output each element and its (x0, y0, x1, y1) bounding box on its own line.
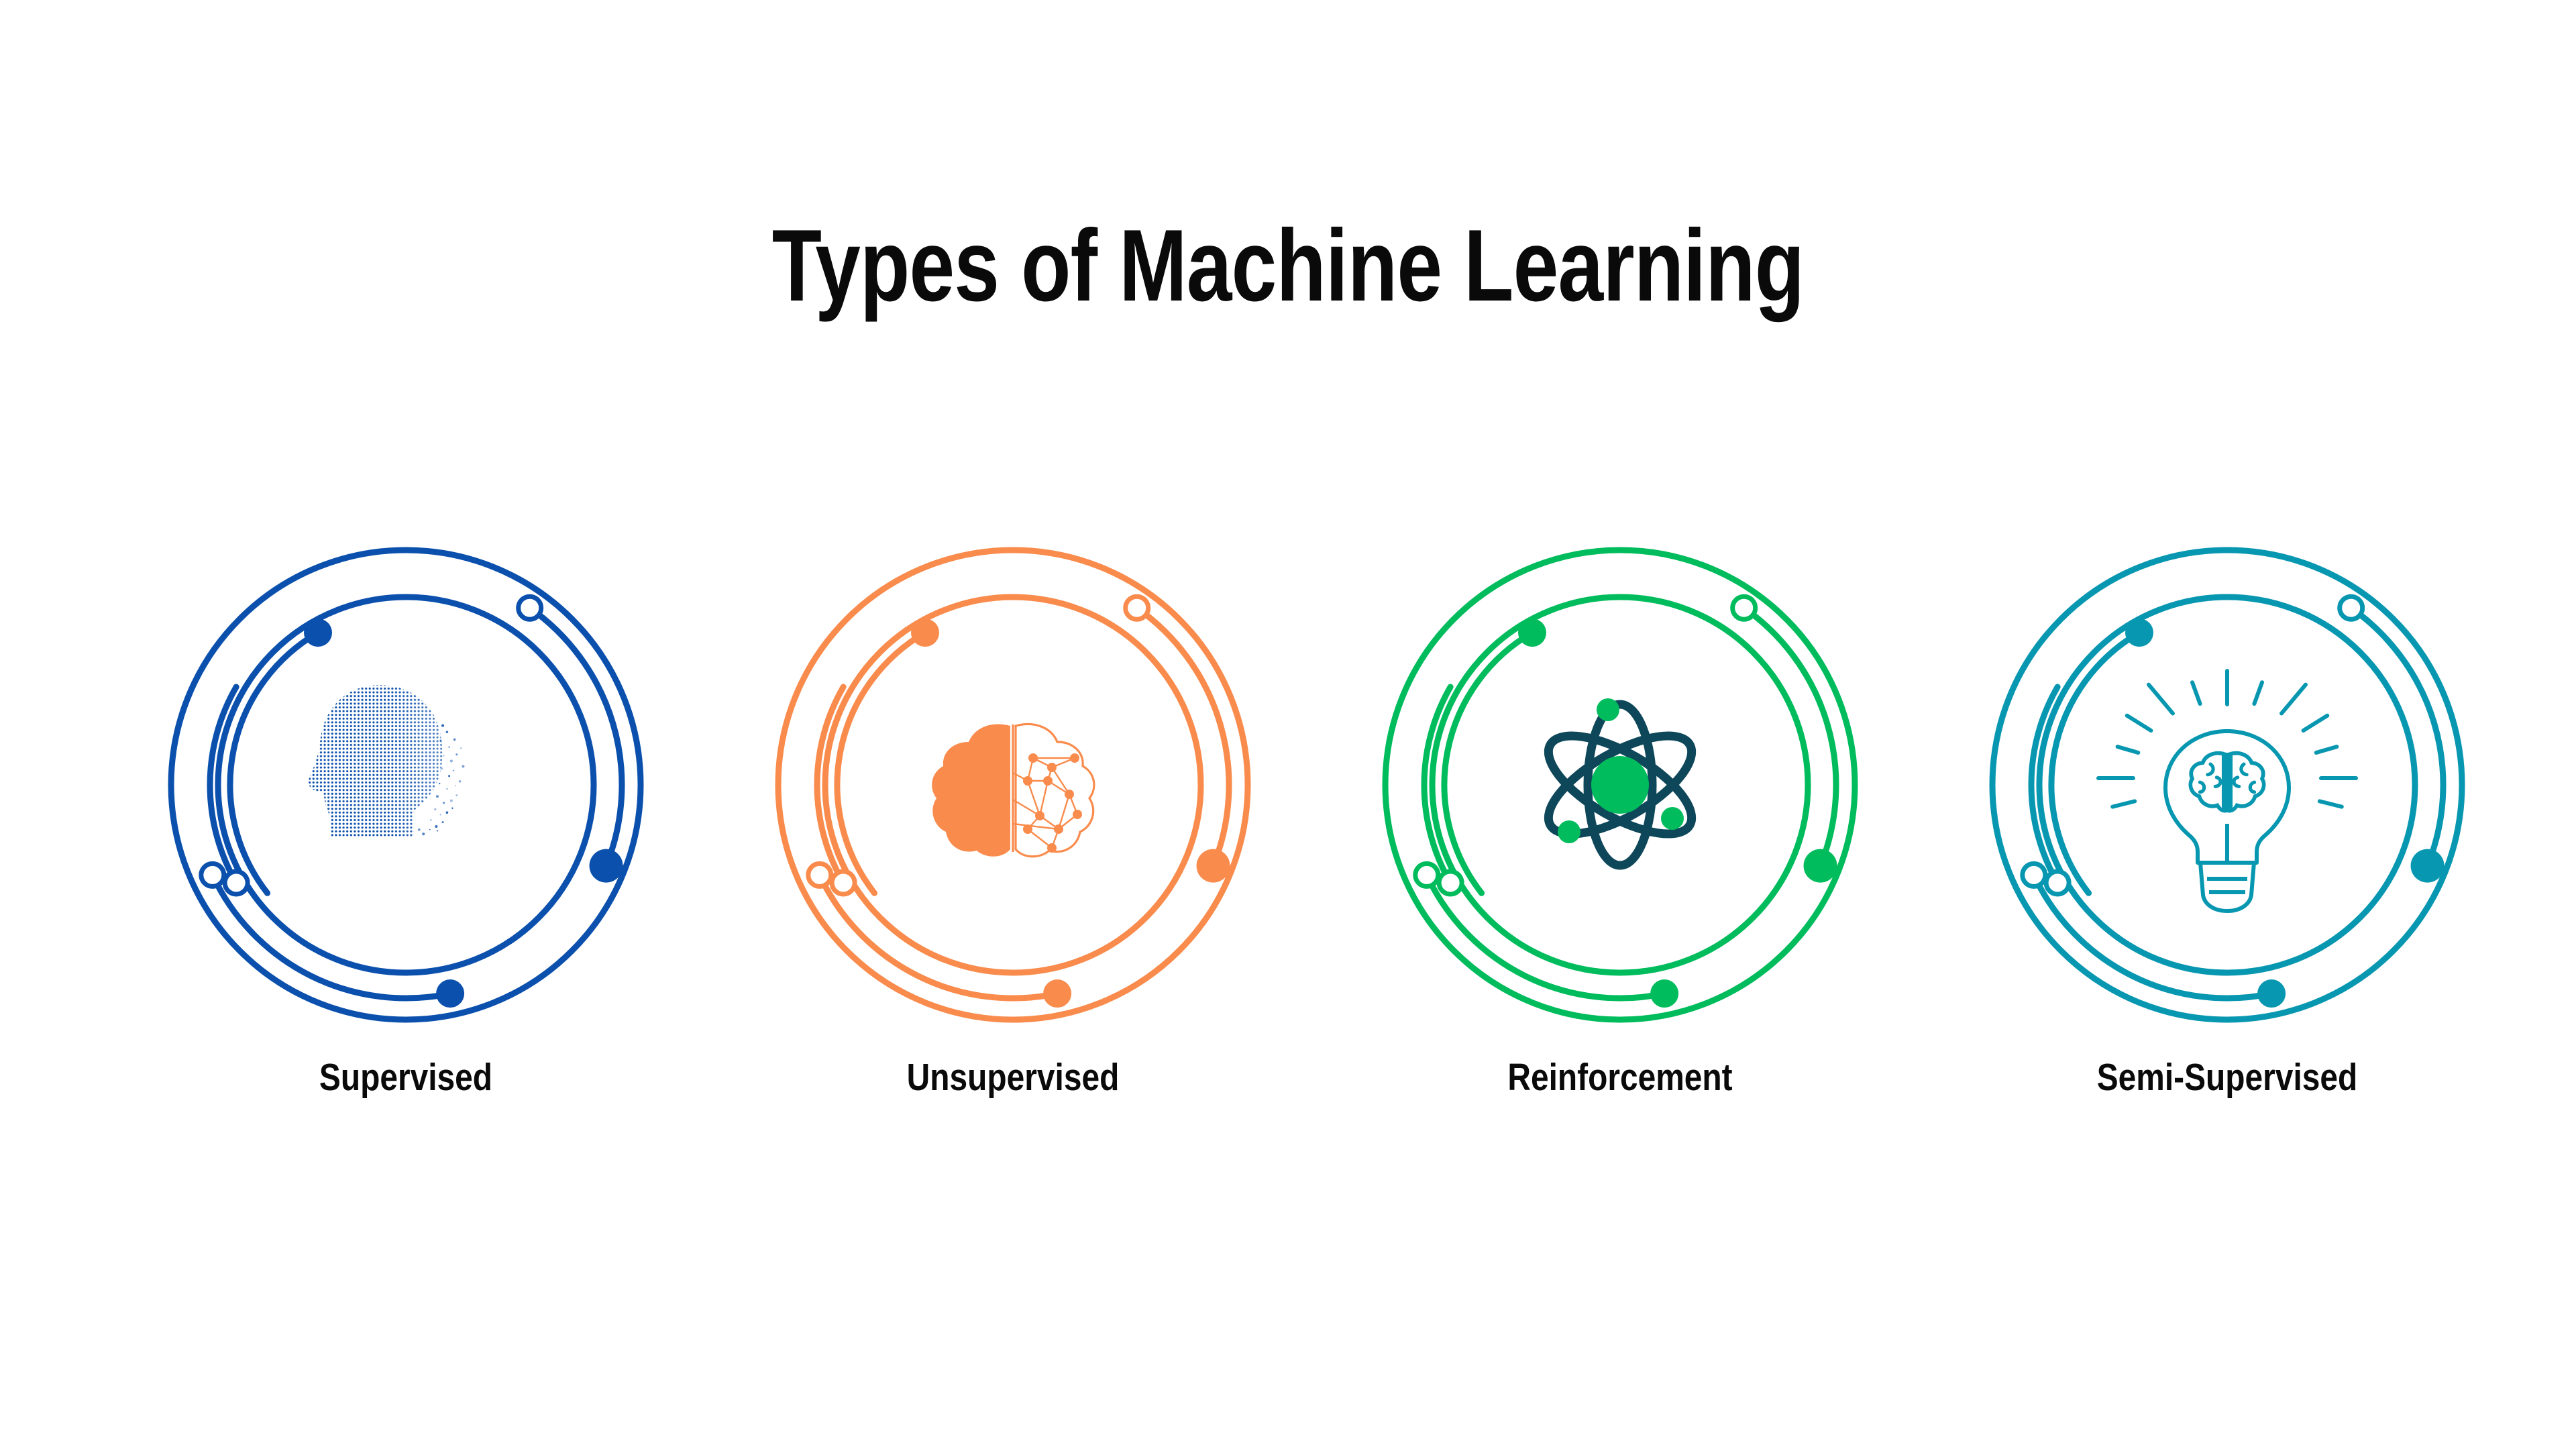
atom-icon (1544, 698, 1697, 870)
supervised-ring-graphic (151, 530, 661, 1040)
brain-network-icon (932, 722, 1095, 858)
card-semi-supervised[interactable]: Semi-Supervised (1972, 530, 2482, 1097)
reinforcement-ring-graphic (1365, 530, 1875, 1040)
page-title: Types of Machine Learning (771, 208, 1805, 323)
card-supervised[interactable]: Supervised (151, 530, 661, 1097)
lightbulb-brain-icon (2096, 669, 2358, 913)
card-reinforcement[interactable]: Reinforcement (1365, 530, 1875, 1097)
card-label-unsupervised: Unsupervised (906, 1056, 1120, 1099)
card-label-reinforcement: Reinforcement (1507, 1056, 1733, 1099)
semi-supervised-ring-graphic (1972, 530, 2482, 1040)
card-unsupervised[interactable]: Unsupervised (758, 530, 1268, 1097)
pixelated-head-profile-icon (308, 685, 465, 837)
card-label-supervised: Supervised (319, 1056, 493, 1099)
card-label-semi-supervised: Semi-Supervised (2096, 1056, 2358, 1099)
unsupervised-ring-graphic (758, 530, 1268, 1040)
